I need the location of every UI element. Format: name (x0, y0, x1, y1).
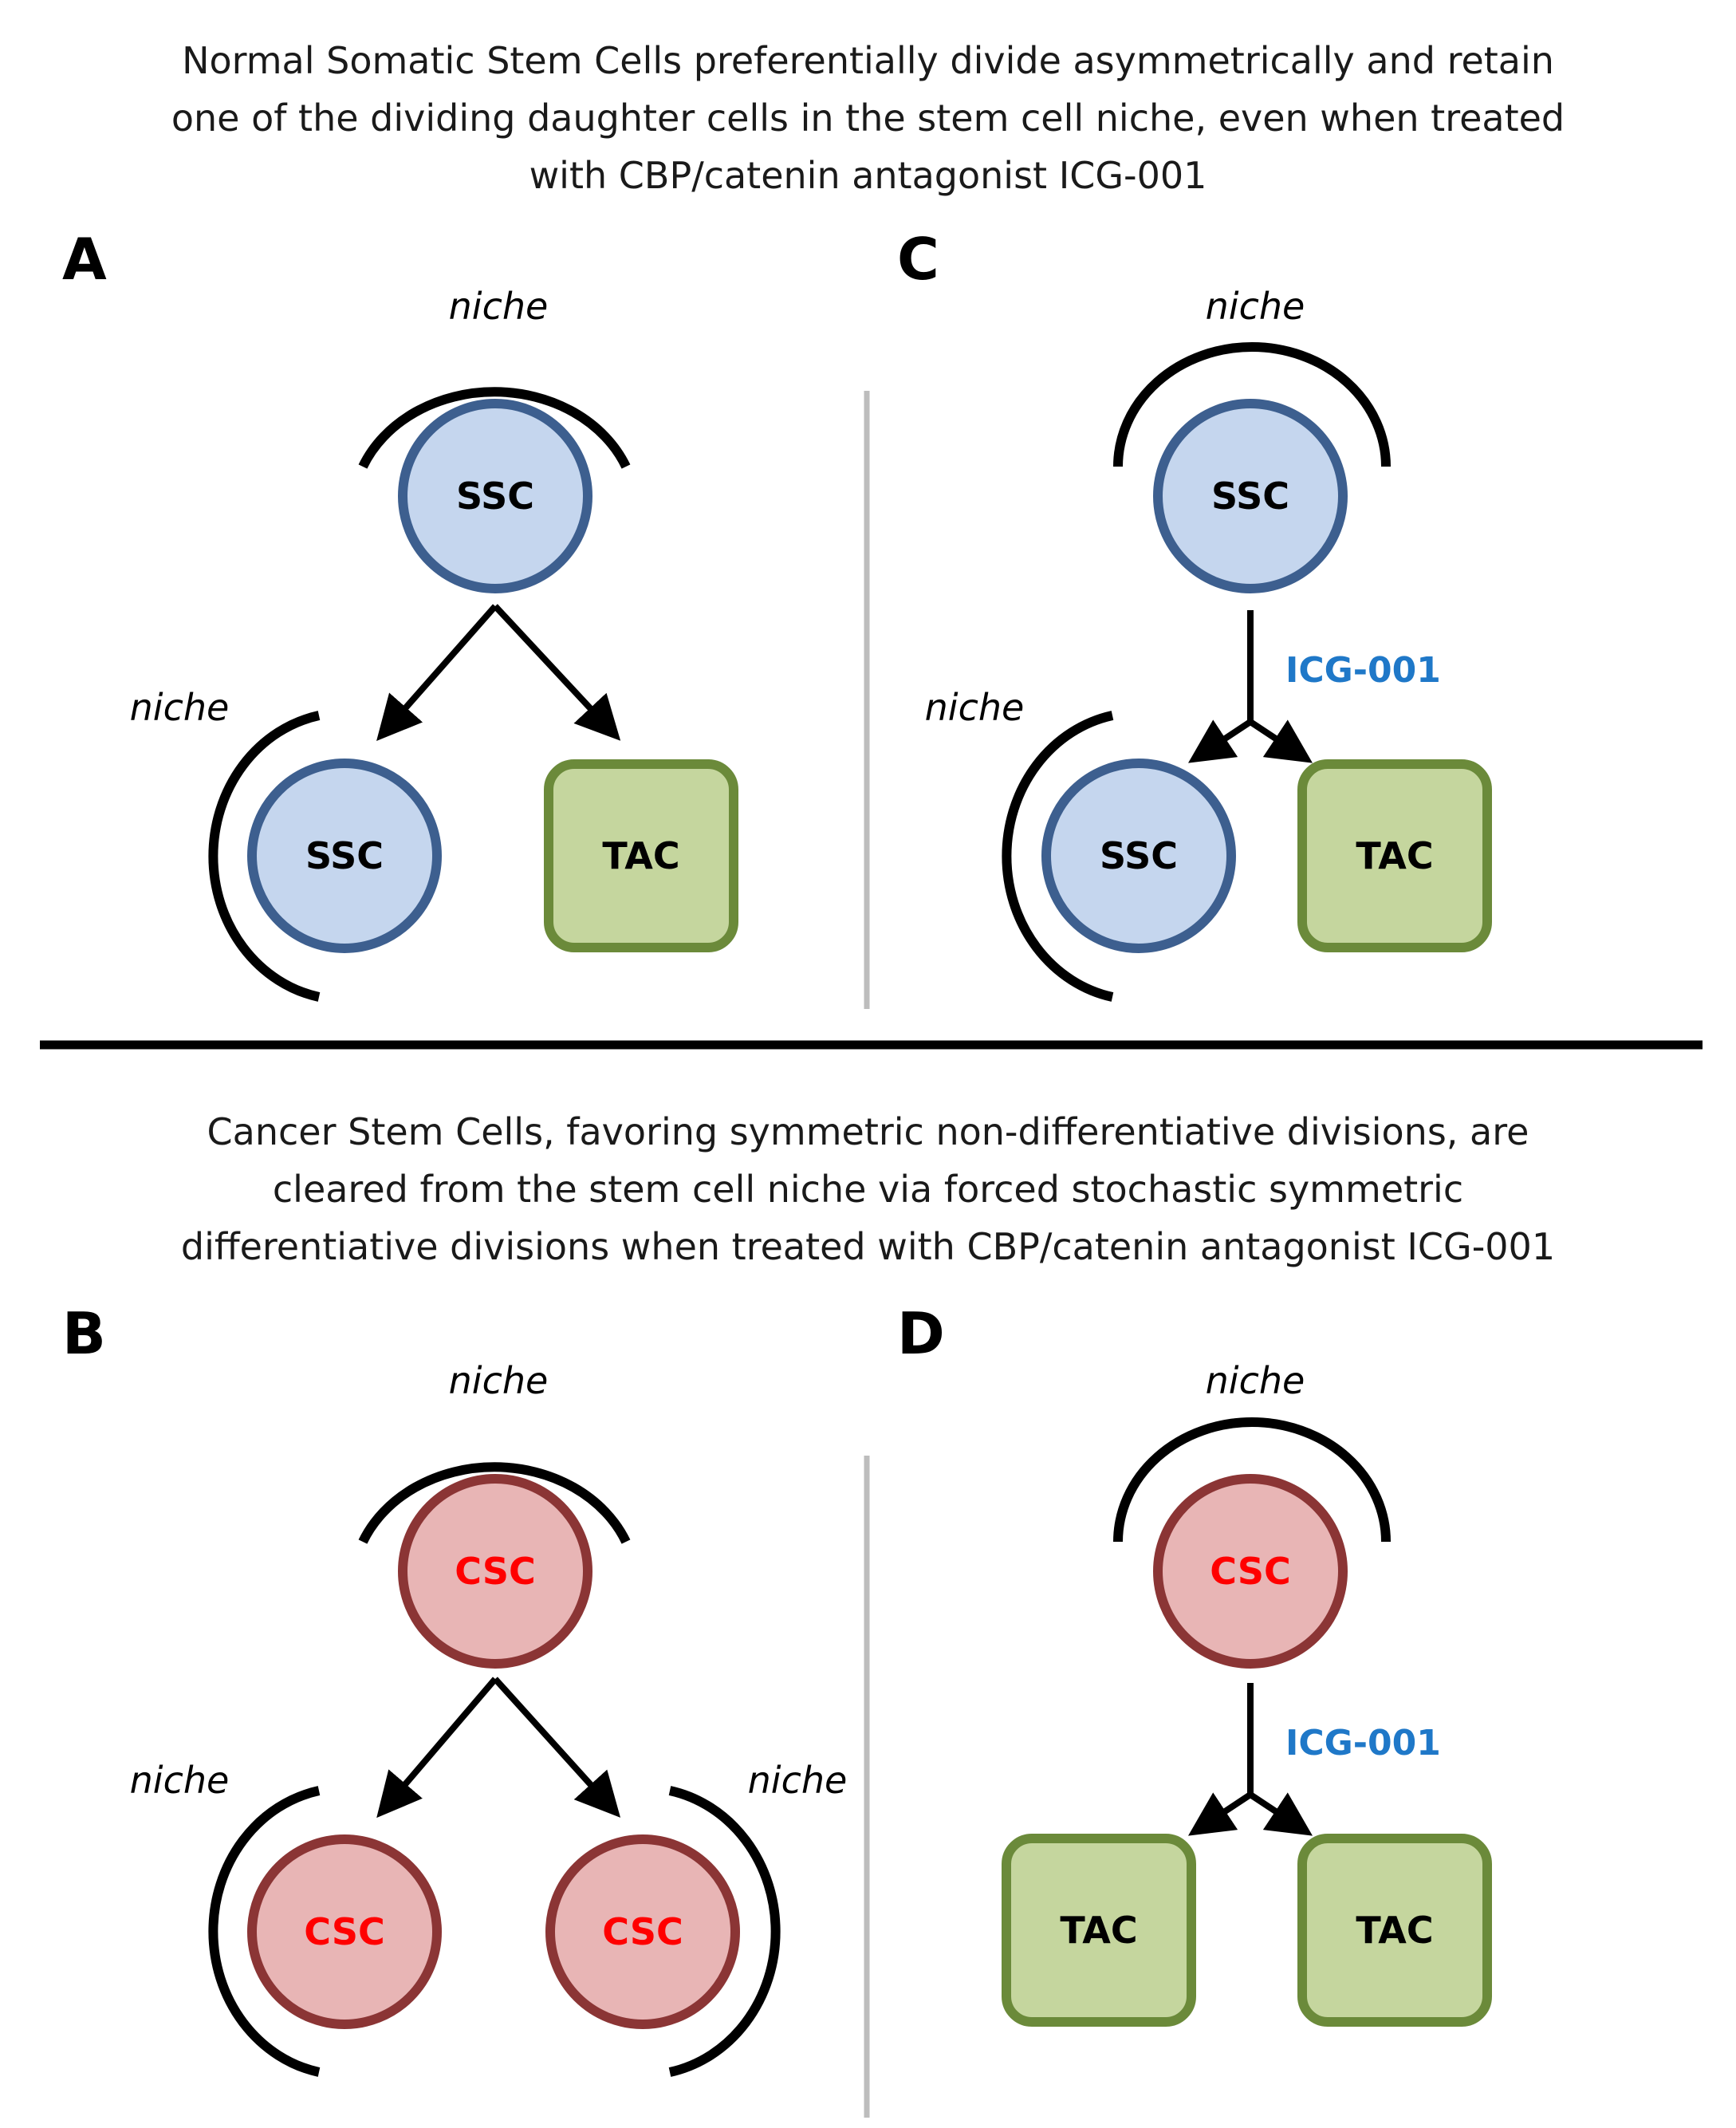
tac-cell-label: TAC (1356, 834, 1433, 877)
niche-arc (358, 1462, 631, 1544)
niche-arc (1113, 1417, 1391, 1543)
niche-label: niche (449, 1359, 549, 1402)
panel-a-letter: A (62, 226, 107, 293)
panel-c: C niche SSC ICG-001 niche SSC TAC (897, 226, 1492, 1002)
caption-line: cleared from the stem cell niche via for… (272, 1168, 1464, 1211)
ssc-cell (1153, 399, 1348, 593)
caption-line: Cancer Stem Cells, favoring symmetric no… (207, 1110, 1529, 1153)
niche-label: niche (1206, 285, 1305, 328)
icg-001-label: ICG-001 (1285, 1723, 1441, 1763)
csc-cell-label: CSC (304, 1910, 385, 1953)
ssc-cell (398, 399, 592, 593)
icg-001-label: ICG-001 (1285, 650, 1441, 691)
niche-arc (358, 387, 631, 469)
csc-cell-label: CSC (455, 1550, 536, 1593)
tac-cell (544, 759, 738, 952)
caption-line: Normal Somatic Stem Cells preferentially… (182, 39, 1554, 82)
caption-line: one of the dividing daughter cells in th… (171, 97, 1565, 140)
ssc-cell-label: SSC (456, 475, 534, 518)
niche-arc (208, 711, 321, 1002)
panel-a: A niche SSC niche SSC TAC (62, 226, 738, 1002)
panel-d-letter: D (897, 1300, 945, 1367)
division-arrow-right (1248, 1791, 1313, 1836)
ssc-cell-label: SSC (1100, 834, 1178, 877)
tac-cell (1002, 1834, 1196, 2027)
tac-cell-label: TAC (1060, 1909, 1137, 1952)
niche-label: niche (748, 1759, 848, 1802)
division-arrow-left (1187, 1791, 1253, 1836)
niche-arc (668, 1786, 781, 2077)
ssc-cell (1041, 759, 1236, 953)
ssc-cell (247, 759, 442, 953)
tac-cell-label: TAC (602, 834, 679, 877)
panel-b: B niche CSC niche CSC niche CSC (62, 1300, 848, 2077)
csc-cell (1153, 1474, 1348, 1669)
niche-arc (1113, 342, 1391, 467)
csc-cell-label: CSC (602, 1910, 683, 1953)
division-arrow-right (493, 604, 621, 741)
tac-cell-label: TAC (1356, 1909, 1433, 1952)
panel-d: D niche CSC ICG-001 TAC TAC (897, 1300, 1492, 2027)
division-arrow-left (1187, 719, 1253, 763)
division-arrow-left (376, 1677, 498, 1819)
csc-cell (247, 1834, 442, 2029)
caption-line: differentiative divisions when treated w… (180, 1225, 1556, 1268)
csc-cell-label: CSC (1210, 1550, 1291, 1593)
caption-normal-stem-cells: Normal Somatic Stem Cells preferentially… (0, 32, 1736, 204)
division-arrow-right (493, 1677, 621, 1818)
csc-cell (545, 1834, 740, 2029)
niche-arc (208, 1786, 321, 2077)
niche-label: niche (449, 285, 549, 328)
division-arrow-left (376, 604, 498, 742)
caption-line: with CBP/catenin antagonist ICG-001 (529, 154, 1207, 197)
tac-cell (1297, 759, 1492, 952)
division-arrow-right (1248, 719, 1313, 763)
niche-label: niche (130, 686, 230, 729)
niche-arc (1002, 711, 1114, 1002)
panel-c-letter: C (897, 226, 939, 293)
ssc-cell-label: SSC (305, 834, 384, 877)
panel-b-letter: B (62, 1300, 106, 1367)
niche-label: niche (130, 1759, 230, 1802)
caption-cancer-stem-cells: Cancer Stem Cells, favoring symmetric no… (0, 1103, 1736, 1275)
ssc-cell-label: SSC (1211, 475, 1289, 518)
niche-label: niche (1206, 1359, 1305, 1402)
niche-label: niche (925, 686, 1025, 729)
csc-cell (398, 1474, 592, 1669)
tac-cell (1297, 1834, 1492, 2027)
